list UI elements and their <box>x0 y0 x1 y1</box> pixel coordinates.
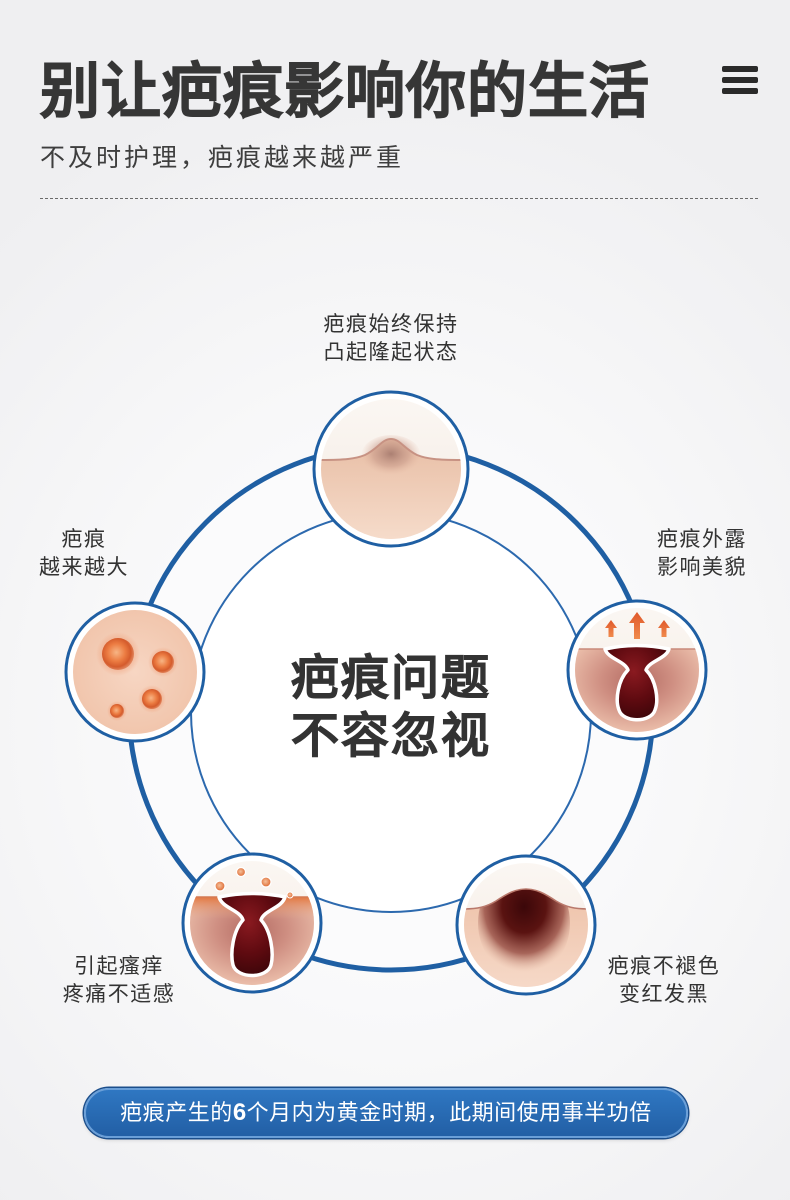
arrow-up-icon <box>629 612 645 639</box>
arrow-up-icon <box>605 620 617 637</box>
scar-tissue <box>217 891 287 978</box>
scar-spot <box>152 651 174 673</box>
label-exposed-scar: 疤痕外露 影响美貌 <box>627 526 777 582</box>
label-line: 疤痕 <box>61 528 107 551</box>
scar-spot <box>110 704 124 718</box>
scar-bump-shade <box>361 435 421 477</box>
itch-bubble <box>260 876 272 888</box>
skin-layer <box>73 610 197 734</box>
node-raised-scar <box>312 390 470 548</box>
label-raised-scar: 疤痕始终保持 凸起隆起状态 <box>291 311 491 367</box>
skin-surface-line <box>464 888 588 910</box>
label-line: 引起瘙痒 <box>74 955 164 978</box>
label-line: 疤痕不褪色 <box>607 955 721 978</box>
label-line: 疤痕始终保持 <box>323 313 459 336</box>
scar-spot <box>142 689 162 709</box>
scar-spot <box>102 638 134 670</box>
label-line: 影响美貌 <box>657 556 747 579</box>
menu-bar <box>722 66 758 72</box>
label-line: 越来越大 <box>39 556 129 579</box>
node-itchy-scar <box>181 852 323 994</box>
node-darkened-scar <box>455 854 597 996</box>
label-line: 疤痕外露 <box>657 528 747 551</box>
banner-text-after: 个月内为黄金时期，此期间使用事半功倍 <box>246 1100 652 1125</box>
banner-text-before: 疤痕产生的 <box>120 1100 233 1125</box>
menu-bar <box>722 88 758 94</box>
itch-bubble <box>214 880 226 892</box>
banner-highlight-number: 6 <box>232 1099 247 1126</box>
label-growing-scar: 疤痕 越来越大 <box>9 526 159 582</box>
label-darkened-scar: 疤痕不褪色 变红发黑 <box>589 953 739 1009</box>
node-exposed-scar <box>566 599 708 741</box>
skin-layer <box>321 439 461 539</box>
dashed-divider <box>40 198 758 199</box>
itch-bubble <box>286 891 294 899</box>
darkened-scar-icon <box>464 863 588 987</box>
node-growing-scar <box>64 601 206 743</box>
arrow-up-icon <box>658 620 670 637</box>
menu-bar <box>722 77 758 83</box>
center-message-line: 疤痕问题 <box>290 652 491 706</box>
golden-period-banner: 疤痕产生的6个月内为黄金时期，此期间使用事半功倍 <box>84 1088 688 1138</box>
raised-scar-icon <box>321 399 461 539</box>
itch-bubble <box>235 866 247 878</box>
page-title: 别让疤痕影响你的生活 <box>40 58 650 126</box>
center-message-line: 不容忽视 <box>290 710 491 764</box>
scar-tissue <box>603 643 671 722</box>
label-line: 变红发黑 <box>619 983 709 1006</box>
page-subtitle: 不及时护理，疤痕越来越严重 <box>40 144 405 172</box>
exposed-scar-icon <box>575 608 699 732</box>
skin-surface-line <box>321 437 461 461</box>
label-itchy-scar: 引起瘙痒 疼痛不适感 <box>44 953 194 1009</box>
center-message: 疤痕问题 不容忽视 <box>241 650 541 766</box>
label-line: 疼痛不适感 <box>62 983 176 1006</box>
hamburger-menu-icon[interactable] <box>720 64 760 96</box>
label-line: 凸起隆起状态 <box>323 341 459 364</box>
growing-scar-icon <box>73 610 197 734</box>
